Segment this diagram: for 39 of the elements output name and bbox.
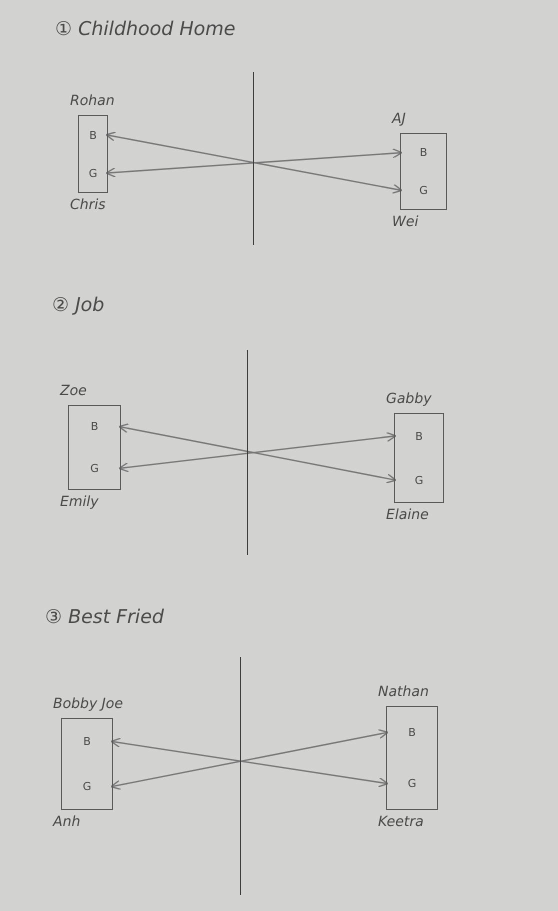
person-box xyxy=(386,706,438,810)
name-label: AJ xyxy=(392,111,406,127)
person-box xyxy=(400,133,447,210)
slot-letter: B xyxy=(420,146,428,160)
name-label: Keetra xyxy=(378,814,424,830)
name-label: Rohan xyxy=(70,93,115,109)
slot-letter: B xyxy=(408,726,416,739)
slot-letter: G xyxy=(82,780,92,793)
name-label: Wei xyxy=(392,214,418,230)
name-label: Chris xyxy=(70,197,106,213)
double-arrow xyxy=(118,423,397,484)
slot-letter: B xyxy=(90,420,98,434)
person-box xyxy=(61,718,113,810)
name-label: Bobby Joe xyxy=(53,696,123,712)
name-label: Emily xyxy=(60,494,99,510)
double-arrow xyxy=(118,432,397,472)
name-label: Zoe xyxy=(60,383,87,399)
slot-letter: G xyxy=(88,166,98,180)
double-arrow xyxy=(110,728,389,790)
slot-letter: G xyxy=(90,462,99,475)
person-box xyxy=(68,405,121,490)
section-heading: ① Childhood Home xyxy=(55,18,236,40)
slot-letter: B xyxy=(89,128,97,142)
double-arrow xyxy=(105,131,403,194)
slot-letter: B xyxy=(83,735,91,748)
person-box xyxy=(78,115,108,193)
name-label: Nathan xyxy=(378,684,429,700)
slot-letter: G xyxy=(408,777,416,790)
slot-letter: B xyxy=(415,430,423,442)
person-box xyxy=(394,413,444,503)
double-arrow xyxy=(110,738,389,788)
name-label: Elaine xyxy=(386,507,429,523)
slot-letter: G xyxy=(419,184,428,197)
section-heading: ② Job xyxy=(52,294,104,316)
double-arrow xyxy=(105,148,403,178)
section-heading: ③ Best Fried xyxy=(45,606,164,628)
name-label: Anh xyxy=(53,814,80,830)
slot-letter: G xyxy=(414,474,424,486)
name-label: Gabby xyxy=(386,391,432,407)
